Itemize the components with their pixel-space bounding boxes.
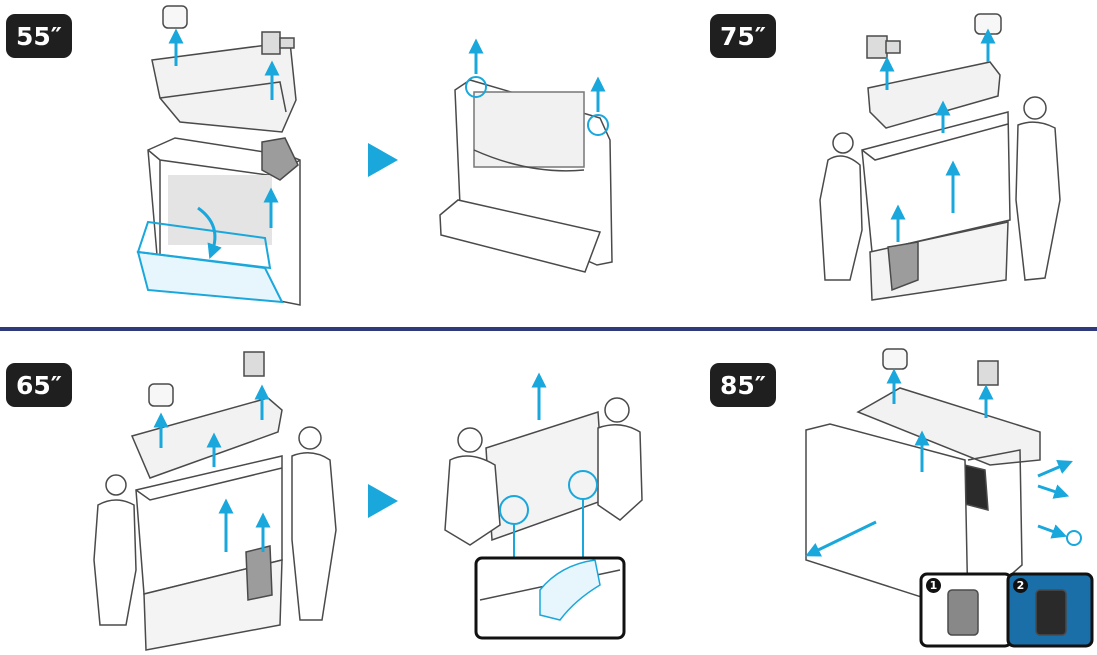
next-step-arrow-top bbox=[368, 143, 398, 177]
panel-85-arrows bbox=[805, 368, 1073, 557]
panel-55-arrows bbox=[168, 28, 280, 260]
step-number-1: 1 bbox=[926, 578, 941, 593]
size-badge-65: 65″ bbox=[6, 363, 72, 407]
size-badge-75: 75″ bbox=[710, 14, 776, 58]
size-badge-85: 85″ bbox=[710, 363, 776, 407]
panel-65-people-box bbox=[93, 351, 337, 651]
next-step-arrow-bottom bbox=[368, 484, 398, 518]
panel-55-step2-box bbox=[439, 76, 613, 273]
section-divider bbox=[0, 327, 1097, 331]
panel-75-people-box bbox=[819, 13, 1061, 301]
panel-55-step2-arrows bbox=[468, 38, 606, 112]
size-badge-55: 55″ bbox=[6, 14, 72, 58]
panel-65-arrows bbox=[153, 384, 271, 552]
panel-65-step2 bbox=[444, 397, 643, 640]
panel-55-box bbox=[136, 5, 301, 306]
panel-85-box bbox=[805, 348, 1094, 648]
panel-75-arrows bbox=[879, 28, 996, 242]
step-number-2: 2 bbox=[1013, 578, 1028, 593]
